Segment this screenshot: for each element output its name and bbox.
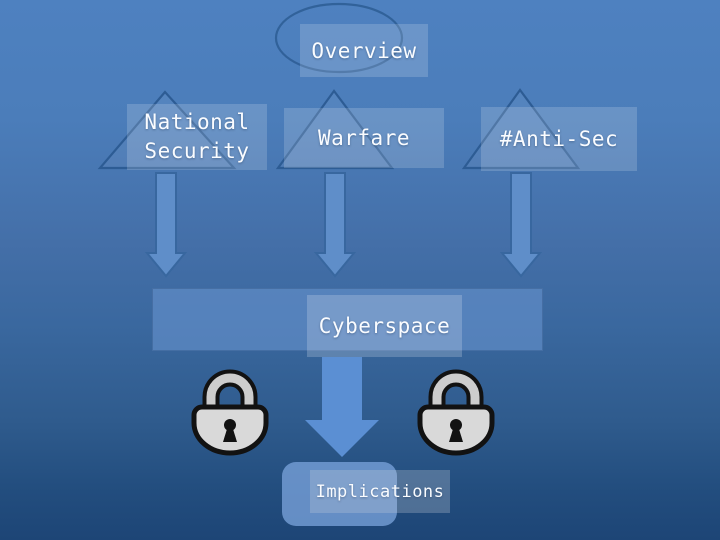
node-cyberspace: Cyberspace bbox=[307, 295, 462, 357]
big-down-arrow bbox=[305, 357, 379, 457]
lock-keyhole-slot bbox=[223, 429, 237, 442]
node-warfare-label: Warfare bbox=[317, 126, 410, 150]
lock-shackle bbox=[432, 373, 480, 410]
lock-keyhole bbox=[450, 419, 462, 431]
node-overview-label: Overview bbox=[311, 38, 417, 63]
triangle-warfare bbox=[275, 89, 395, 170]
node-warfare: Warfare bbox=[284, 108, 444, 168]
lock-keyhole-slot bbox=[449, 429, 463, 442]
node-implications: Implications bbox=[310, 470, 450, 513]
overview-ellipse-outline bbox=[274, 2, 404, 74]
node-anti-sec-label: #Anti-Sec bbox=[499, 127, 619, 151]
lock-icon bbox=[191, 369, 269, 456]
lock-shackle bbox=[206, 373, 254, 410]
down-arrow-warfare bbox=[313, 172, 357, 278]
node-overview: Overview bbox=[300, 24, 428, 77]
lock-icon bbox=[417, 369, 495, 456]
triangle-national-security bbox=[97, 90, 237, 170]
node-cyberspace-bar bbox=[152, 288, 543, 351]
down-arrow-national-security bbox=[144, 172, 188, 278]
triangle-anti-sec bbox=[461, 88, 581, 170]
node-national-security-label: National Security bbox=[144, 110, 250, 163]
node-implications-shape bbox=[282, 462, 397, 526]
lock-keyhole bbox=[224, 419, 236, 431]
node-implications-label: Implications bbox=[315, 481, 445, 502]
node-cyberspace-label: Cyberspace bbox=[318, 314, 451, 338]
node-anti-sec: #Anti-Sec bbox=[481, 107, 637, 171]
node-national-security: National Security bbox=[127, 104, 267, 170]
down-arrow-anti-sec bbox=[499, 172, 543, 278]
